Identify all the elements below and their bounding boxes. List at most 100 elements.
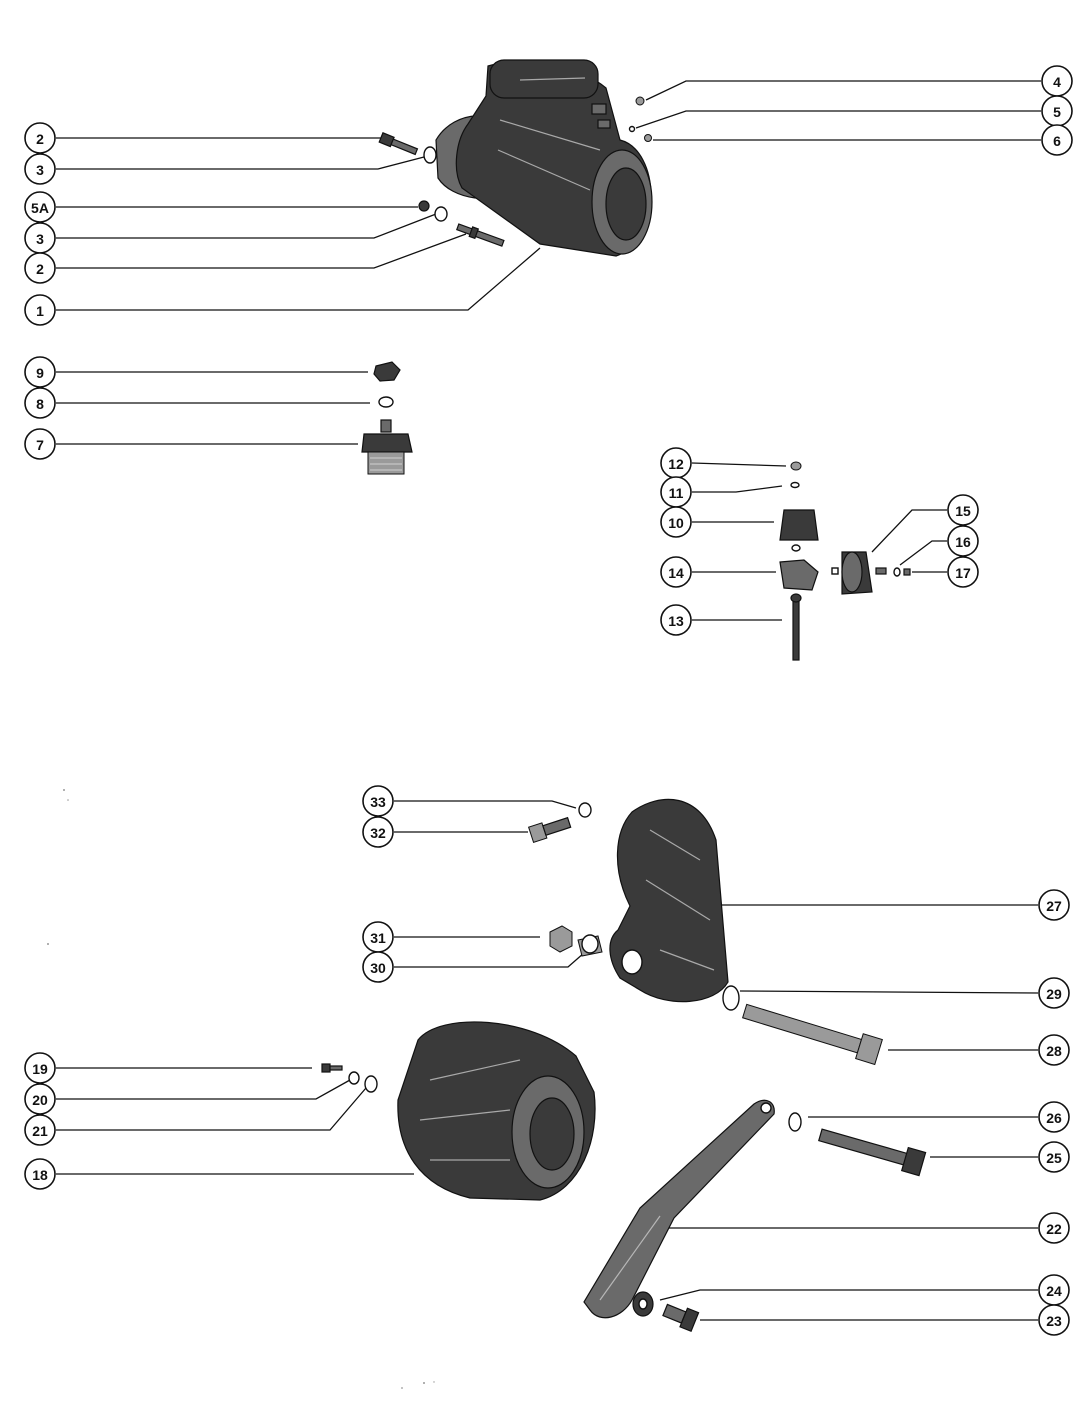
callout-number: 4: [1053, 74, 1061, 90]
leader-line: [691, 462, 787, 467]
callout-circle: [24, 1083, 56, 1115]
leader-line: [394, 952, 585, 968]
callout-circle: [947, 494, 979, 526]
callout-number: 31: [370, 930, 386, 946]
callout-number: 2: [36, 131, 44, 147]
callout-number: 16: [955, 534, 971, 550]
callout-circle: [24, 428, 56, 460]
leader-line: [56, 233, 467, 269]
callout-number: 24: [1046, 1283, 1062, 1299]
callout-number: 29: [1046, 986, 1062, 1002]
callout-number: 3: [36, 231, 44, 247]
sender-switch: [361, 361, 413, 475]
callout-number: 32: [370, 825, 386, 841]
callout-number: 27: [1046, 898, 1062, 914]
callout-number: 9: [36, 365, 44, 381]
leader-line: [56, 1079, 351, 1100]
callout-circle: [1038, 1141, 1070, 1173]
scan-specks: [47, 789, 435, 1389]
leader-line: [871, 509, 947, 553]
leader-line: [394, 800, 577, 809]
callout-bubble: 31: [362, 921, 394, 953]
callout-number: 6: [1053, 133, 1061, 149]
callout-number: 33: [370, 794, 386, 810]
callout-bubble: 2: [24, 122, 56, 154]
callout-circle: [24, 191, 56, 223]
callout-circle: [1038, 889, 1070, 921]
callout-number: 25: [1046, 1150, 1062, 1166]
callout-bubble: 3: [24, 222, 56, 254]
callout-circle: [24, 387, 56, 419]
callout-circle: [24, 1052, 56, 1084]
callout-number: 26: [1046, 1110, 1062, 1126]
callout-bubble: 7: [24, 428, 56, 460]
callout-number: 13: [668, 613, 684, 629]
callout-number: 11: [669, 485, 684, 501]
callout-circle: [1041, 124, 1073, 156]
callout-circle: [24, 1114, 56, 1146]
callout-bubble: 9: [24, 356, 56, 388]
callout-bubble: 22: [1038, 1212, 1070, 1244]
alternator-bracket: [527, 798, 883, 1066]
callout-bubble: 8: [24, 387, 56, 419]
callout-bubble: 5A: [24, 191, 56, 223]
leader-line: [645, 80, 1041, 101]
callout-bubble: 21: [24, 1114, 56, 1146]
alternator: [321, 1021, 596, 1201]
callout-circle: [362, 816, 394, 848]
callout-bubble: 6: [1041, 124, 1073, 156]
leader-line: [659, 1289, 1038, 1301]
callout-bubble: 5: [1041, 95, 1073, 127]
callout-number: 20: [32, 1092, 48, 1108]
callout-bubble: 4: [1041, 65, 1073, 97]
callout-circle: [660, 604, 692, 636]
callout-circle: [24, 1158, 56, 1190]
callout-bubble: 28: [1038, 1034, 1070, 1066]
leader-line: [56, 247, 541, 311]
callout-circle: [1038, 1034, 1070, 1066]
callout-number: 5: [1053, 104, 1061, 120]
callout-circle: [24, 122, 56, 154]
callout-circle: [24, 252, 56, 284]
leader-line: [56, 156, 425, 170]
mount-assembly: [779, 461, 911, 661]
callout-bubble: 13: [660, 604, 692, 636]
callout-circle: [24, 356, 56, 388]
callout-circle: [24, 294, 56, 326]
leader-line: [899, 540, 947, 566]
callout-bubble: 11: [660, 476, 692, 508]
callout-number: 2: [36, 261, 44, 277]
callout-bubble: 23: [1038, 1304, 1070, 1336]
callout-bubble: 32: [362, 816, 394, 848]
callout-number: 15: [955, 503, 971, 519]
callout-bubble: 2: [24, 252, 56, 284]
callout-bubble: 1: [24, 294, 56, 326]
starter-motor: [435, 59, 653, 257]
callout-number: 18: [32, 1167, 48, 1183]
callout-circle: [1038, 977, 1070, 1009]
leader-line: [635, 110, 1041, 129]
callout-number: 30: [370, 960, 386, 976]
callout-bubble: 16: [947, 525, 979, 557]
adjusting-arm: [583, 1099, 927, 1333]
callout-number: 22: [1046, 1221, 1062, 1237]
leader-line: [739, 990, 1039, 994]
callout-bubble: 29: [1038, 977, 1070, 1009]
callout-circle: [362, 951, 394, 983]
callout-number: 21: [32, 1123, 48, 1139]
callout-number: 5A: [31, 200, 49, 216]
callout-circle: [1038, 1101, 1070, 1133]
callout-bubble: 19: [24, 1052, 56, 1084]
callout-circle: [1038, 1304, 1070, 1336]
callout-number: 28: [1046, 1043, 1062, 1059]
callout-bubble: 10: [660, 506, 692, 538]
callout-number: 8: [36, 396, 44, 412]
callout-circle: [947, 556, 979, 588]
callout-circle: [947, 525, 979, 557]
callout-bubble: 25: [1038, 1141, 1070, 1173]
callout-circle: [362, 785, 394, 817]
callout-bubble: 15: [947, 494, 979, 526]
callout-number: 14: [668, 565, 684, 581]
callout-number: 7: [36, 437, 44, 453]
